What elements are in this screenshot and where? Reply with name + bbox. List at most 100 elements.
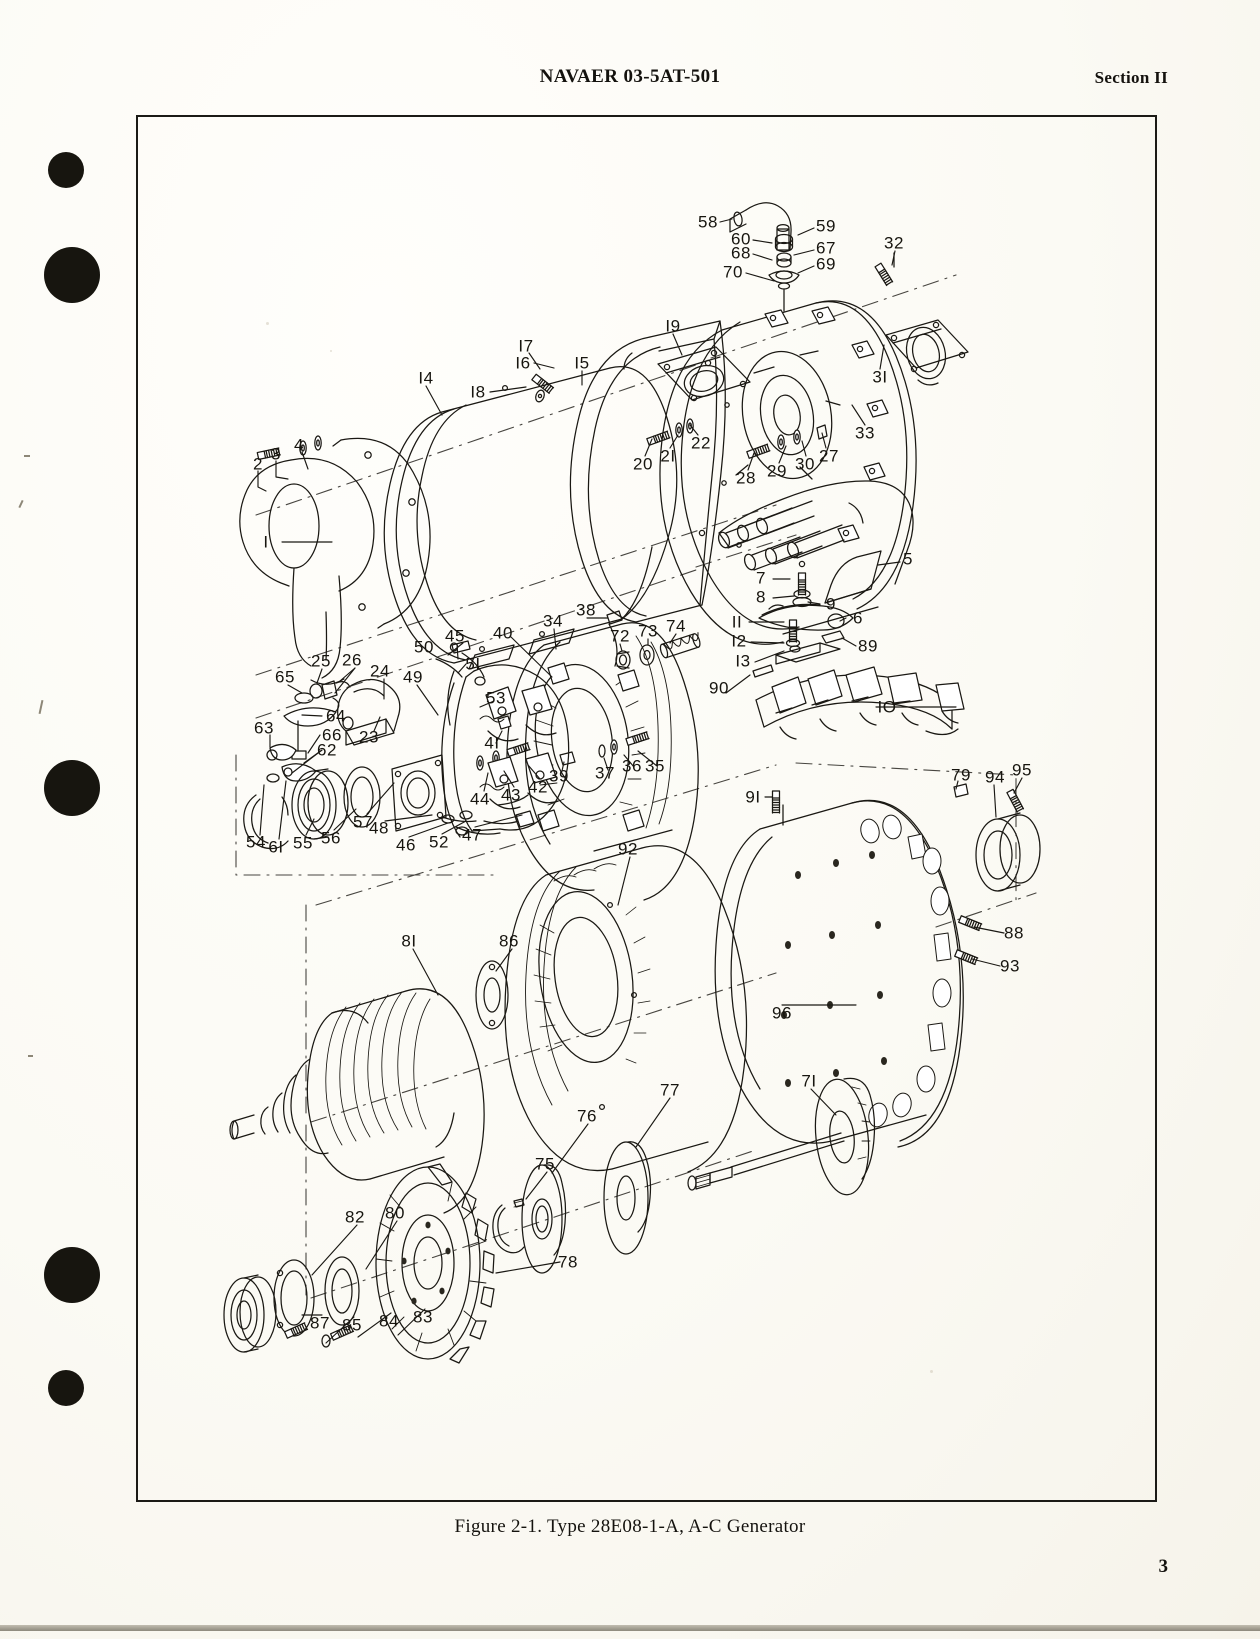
callout-I4: I4 [418,368,434,388]
callout-56: 56 [321,828,341,848]
callout-2: 2 [253,454,263,474]
callout-3I: 3I [872,367,888,387]
callout-68: 68 [731,243,751,263]
callout-53: 53 [486,688,506,708]
callout-88: 88 [1004,923,1024,943]
callout-79: 79 [951,765,971,785]
callout-I: I [263,532,269,552]
callout-47: 47 [462,825,482,845]
callout-I9: I9 [665,316,681,336]
callout-23: 23 [359,727,379,747]
callout-66: 66 [322,725,342,745]
callout-24: 24 [370,661,390,681]
margin-tick [38,699,44,715]
margin-tick [18,499,24,509]
registration-dot-5 [48,1370,84,1406]
callout-86: 86 [499,931,519,951]
callout-42: 42 [528,777,548,797]
callout-83: 83 [413,1307,433,1327]
callout-46: 46 [396,835,416,855]
callout-45: 45 [445,626,465,646]
callout-87: 87 [310,1313,330,1333]
callout-49: 49 [403,667,423,687]
callout-44: 44 [470,789,490,809]
callout-80: 80 [385,1203,405,1223]
scan-speck [930,1370,933,1373]
callout-65: 65 [275,667,295,687]
registration-dot-4 [44,1247,100,1303]
callout-3: 3 [271,444,281,464]
callout-64: 64 [326,706,346,726]
callout-32: 32 [884,233,904,253]
callout-75: 75 [535,1154,555,1174]
callout-70: 70 [723,262,743,282]
callout-26: 26 [342,650,362,670]
scan-speck [330,350,332,352]
callout-69: 69 [816,254,836,274]
callout-62: 62 [317,740,337,760]
callout-5I: 5I [465,654,481,674]
callout-59: 59 [816,216,836,236]
margin-tick [28,1055,33,1057]
callout-94: 94 [985,767,1005,787]
callout-22: 22 [691,433,711,453]
callout-72: 72 [610,626,630,646]
callout-95: 95 [1012,760,1032,780]
callout-92: 92 [618,839,638,859]
callout-5: 5 [903,549,913,569]
callout-78: 78 [558,1252,578,1272]
callout-39: 39 [549,766,569,786]
callout-52: 52 [429,832,449,852]
callout-74: 74 [666,616,686,636]
callout-73: 73 [638,621,658,641]
registration-dot-2 [44,247,100,303]
margin-tick [24,455,30,457]
callout-I8: I8 [470,382,486,402]
callout-7I: 7I [801,1071,817,1091]
callout-30: 30 [795,454,815,474]
callout-85: 85 [342,1315,362,1335]
callout-48: 48 [369,818,389,838]
callout-40: 40 [493,623,513,643]
callout-58: 58 [698,212,718,232]
callout-77: 77 [660,1080,680,1100]
callout-93: 93 [1000,956,1020,976]
figure-caption: Figure 2-1. Type 28E08-1-A, A-C Generato… [454,1516,806,1537]
callout-4: 4 [294,435,304,455]
callout-I3: I3 [735,651,751,671]
callout-9: 9 [826,594,836,614]
callout-27: 27 [819,446,839,466]
callout-84: 84 [379,1311,399,1331]
callout-96: 96 [772,1003,792,1023]
callout-43: 43 [501,785,521,805]
callout-I6: I6 [515,353,531,373]
callout-IO: IO [877,697,897,717]
callout-4I: 4I [484,733,500,753]
page-number: 3 [1158,1556,1169,1577]
callout-60: 60 [731,229,751,249]
callout-9I: 9I [745,787,761,807]
callout-36: 36 [622,756,642,776]
callout-I5: I5 [574,353,590,373]
scan-plate-edge [0,1625,1260,1631]
callout-28: 28 [736,468,756,488]
callout-50: 50 [414,637,434,657]
callout-33: 33 [855,423,875,443]
registration-dot-1 [48,152,84,188]
callout-55: 55 [293,833,313,853]
callout-6: 6 [853,608,863,628]
callout-57: 57 [353,812,373,832]
callout-6I: 6I [268,837,284,857]
callout-I7: I7 [518,336,534,356]
running-head: NAVAER 03-5AT-501 Section II [0,66,1260,92]
callout-82: 82 [345,1207,365,1227]
callout-8: 8 [756,587,766,607]
callout-54: 54 [246,832,266,852]
callout-25: 25 [311,651,331,671]
document-identifier: NAVAER 03-5AT-501 [539,66,721,87]
registration-dot-3 [44,760,100,816]
callout-II: II [731,612,743,632]
callout-90: 90 [709,678,729,698]
callout-38: 38 [576,600,596,620]
callout-89: 89 [858,636,878,656]
